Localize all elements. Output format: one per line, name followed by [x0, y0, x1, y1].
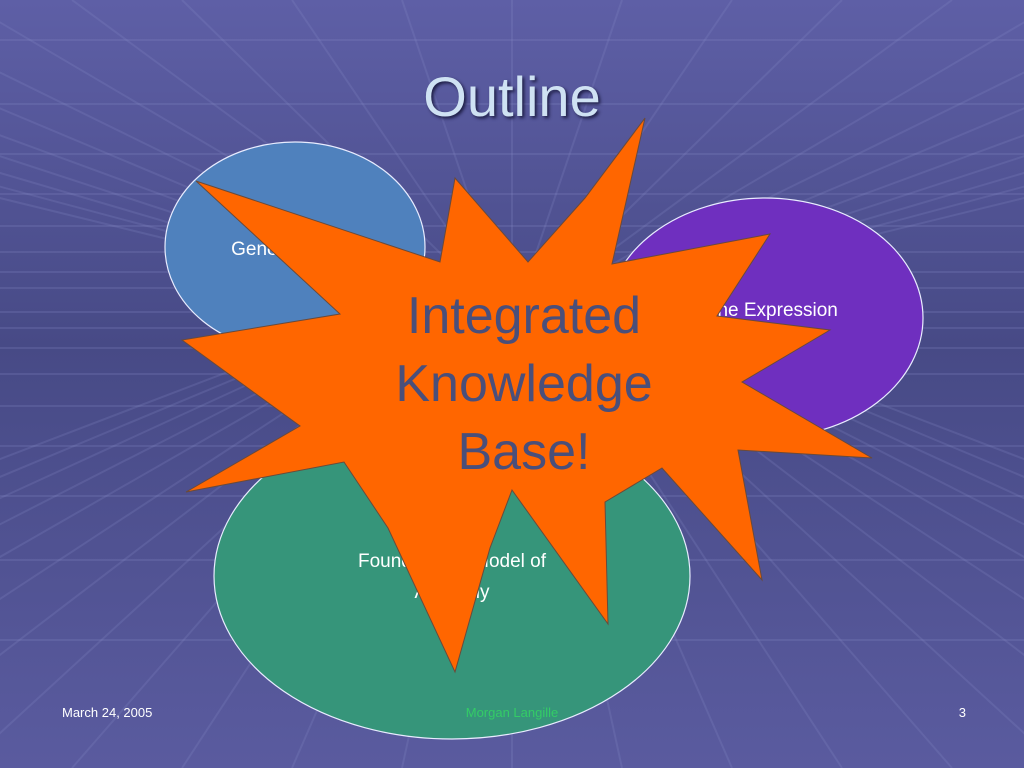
- starburst-text-line3: Base!: [458, 423, 591, 481]
- starburst-text-line2: Knowledge: [395, 355, 652, 413]
- footer-date: March 24, 2005: [62, 705, 153, 720]
- starburst-callout: Integrated Knowledge Base!: [180, 117, 873, 674]
- slide-title: Outline: [423, 65, 601, 128]
- ellipse-label-gene-expression: Gene Expression: [692, 300, 838, 321]
- footer-author: Morgan Langille: [465, 705, 559, 720]
- footer-page-number: 3: [958, 705, 966, 720]
- starburst-shape: [180, 117, 873, 674]
- starburst-text-line1: Integrated: [407, 287, 641, 345]
